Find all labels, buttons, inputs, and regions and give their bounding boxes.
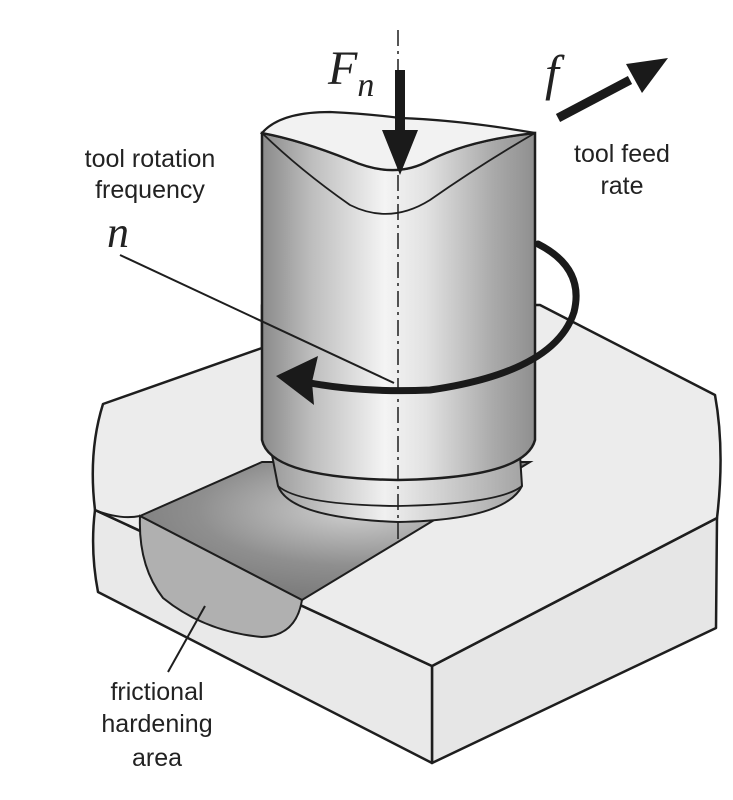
- rotation-symbol: n: [107, 208, 129, 257]
- hardening-label-line1: frictional: [110, 678, 203, 706]
- rotation-arrow: [276, 240, 580, 405]
- section-line: [94, 509, 141, 519]
- feed-symbol: f: [545, 45, 565, 101]
- force-symbol: Fn: [327, 42, 374, 104]
- rotation-leader-line: [119, 254, 395, 384]
- force-subscript: n: [357, 67, 374, 104]
- hardening-label-line3: area: [132, 744, 182, 772]
- feed-label-line2: rate: [600, 172, 643, 200]
- tool: [259, 110, 537, 524]
- rotation-label-line2: frequency: [95, 176, 205, 204]
- feed-label-line1: tool feed: [574, 140, 670, 168]
- rotation-label-line1: tool rotation: [85, 145, 216, 173]
- hardening-leader-line: [167, 605, 206, 673]
- rotation-arrowhead: [276, 356, 318, 405]
- hardening-label-line2: hardening: [101, 710, 212, 738]
- tool-top-inner-edge: [261, 132, 536, 215]
- hardening-area: [138, 514, 304, 639]
- feed-arrow: [555, 58, 668, 122]
- force-arrow: [382, 70, 418, 175]
